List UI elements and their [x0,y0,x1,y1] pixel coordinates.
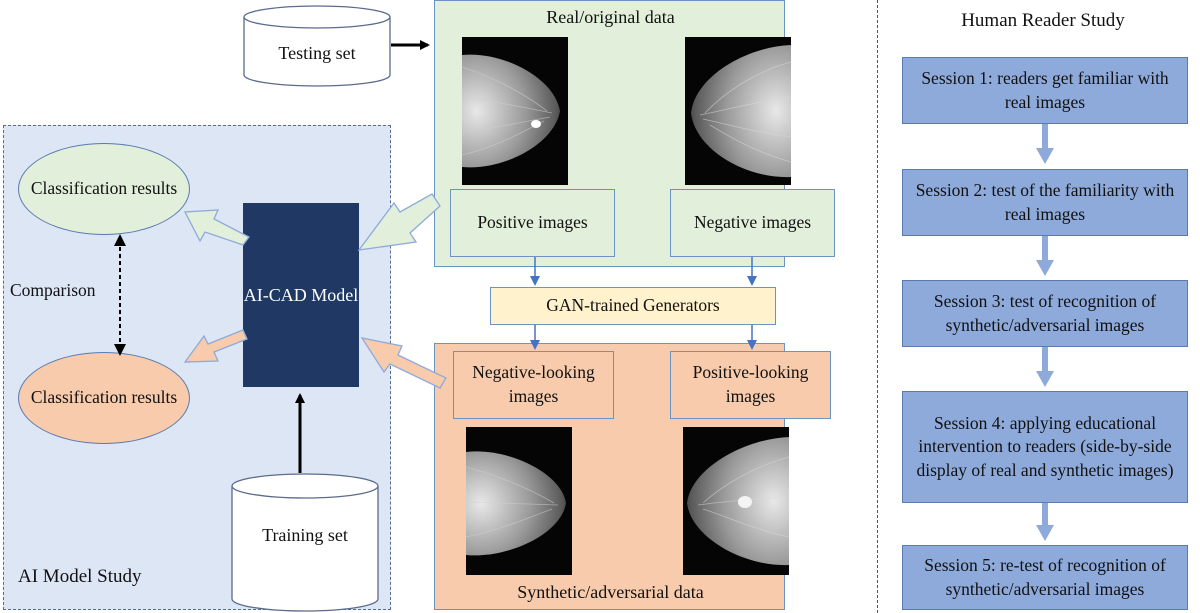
model-to-top-result-block-arrow [183,209,250,246]
real-positive-mammogram [462,37,568,185]
comparison-label: Comparison [8,280,98,301]
classification-results-bottom: Classification results [18,352,190,444]
testing-set-cylinder [243,5,391,87]
classification-results-top: Classification results [18,143,190,235]
diagram-connectors [114,40,757,473]
ai-model-study-title: AI Model Study [18,566,142,587]
model-to-bottom-result-block-arrow [183,329,248,363]
section-divider [877,0,878,613]
session-5-box: Session 5: re-test of recognition of syn… [902,545,1188,610]
real-data-title: Real/original data [546,7,675,27]
testing-set-label: Testing set [278,42,356,63]
synthetic-to-model-block-arrow [360,337,447,389]
session-arrows [1036,124,1054,541]
negative-images-box: Negative images [670,189,835,257]
positive-looking-images-box: Positive-looking images [670,351,831,419]
negative-looking-images-box: Negative-looking images [453,351,614,419]
synthetic-negative-mammogram [466,427,572,575]
session-4-box: Session 4: applying educational interven… [902,391,1188,503]
real-to-model-block-arrow [357,193,441,251]
gan-generators-box: GAN-trained Generators [490,287,776,325]
session-1-box: Session 1: readers get familiar with rea… [902,57,1188,124]
human-reader-study-title: Human Reader Study [961,10,1125,31]
synthetic-positive-mammogram [683,427,789,575]
ai-cad-model-box: AI-CAD Model [243,203,359,387]
session-2-box: Session 2: test of the familiarity with … [902,169,1188,236]
session-3-box: Session 3: test of recognition of synthe… [902,280,1188,347]
training-set-label: Training set [262,524,348,545]
synthetic-data-title: Synthetic/adversarial data [517,582,704,602]
real-negative-mammogram [685,37,791,185]
positive-images-box: Positive images [450,189,615,257]
training-set-cylinder [231,473,379,612]
